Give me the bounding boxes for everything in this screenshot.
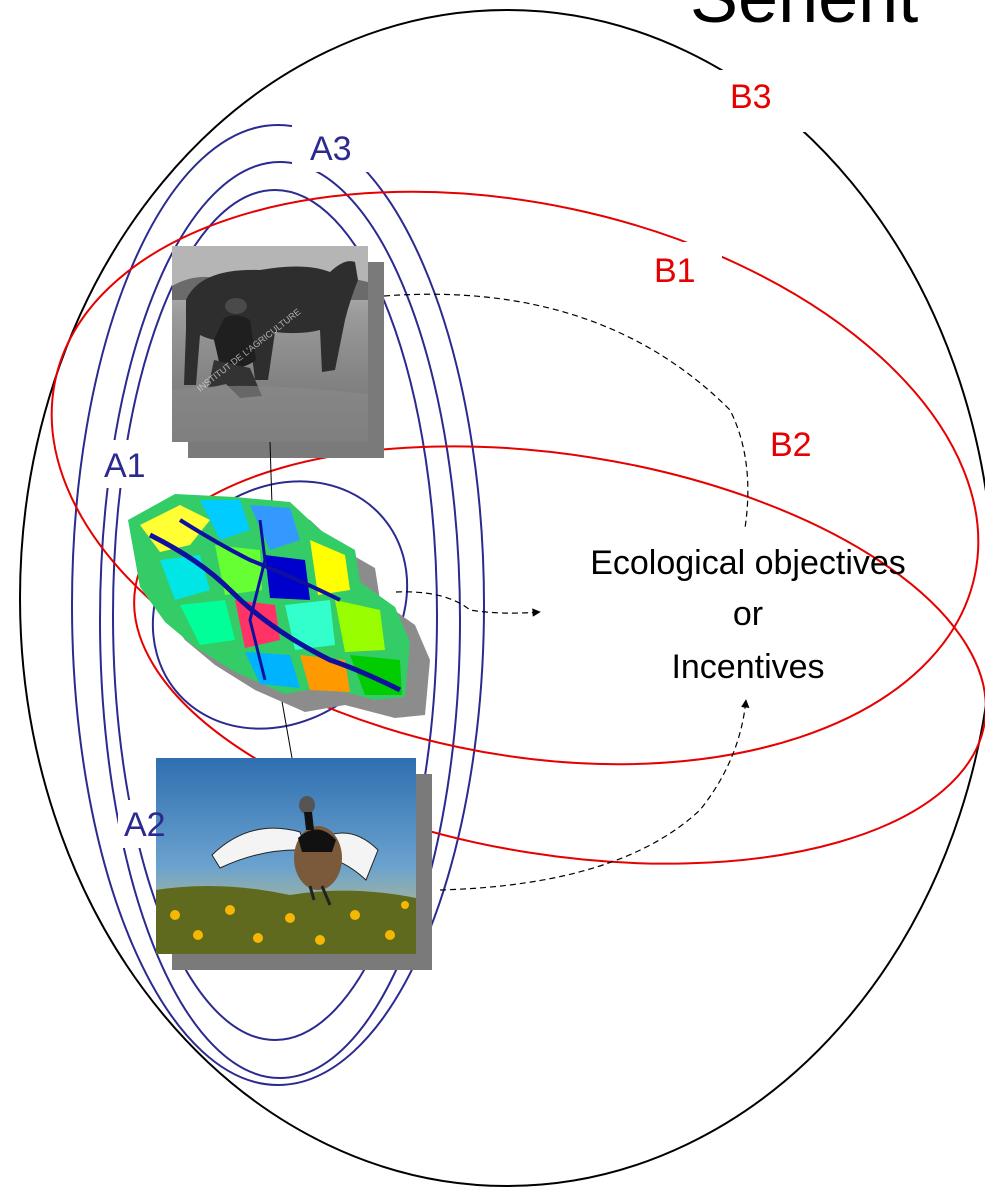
ellipse-a2	[112, 189, 438, 1041]
bird-photo	[156, 758, 432, 970]
arrow-bird-to-objectives	[439, 699, 750, 891]
link-photo-map	[269, 441, 273, 506]
title-fragment: Senent	[690, 0, 918, 38]
arrow-map-to-objectives	[395, 591, 541, 617]
label-b1: B1	[654, 252, 696, 290]
farmer-photo: INSTITUT DE L'AGRICULTURE	[172, 246, 384, 458]
objectives-line-1: Ecological objectives	[590, 544, 906, 582]
label-b3: B3	[730, 78, 772, 116]
land-use-map	[128, 494, 430, 718]
arrow-photo-to-objectives	[383, 293, 749, 529]
objectives-line-3: Incentives	[671, 648, 824, 686]
objectives-line-2: or	[733, 595, 763, 633]
ellipse-b1	[50, 190, 980, 766]
label-b2: B2	[770, 426, 812, 464]
label-a2: A2	[124, 806, 166, 844]
label-a1: A1	[104, 447, 146, 485]
label-a3: A3	[310, 130, 352, 168]
ellipse-a3	[71, 124, 485, 1086]
ellipse-a1	[99, 161, 461, 1079]
ellipse-b3	[19, 9, 985, 1187]
